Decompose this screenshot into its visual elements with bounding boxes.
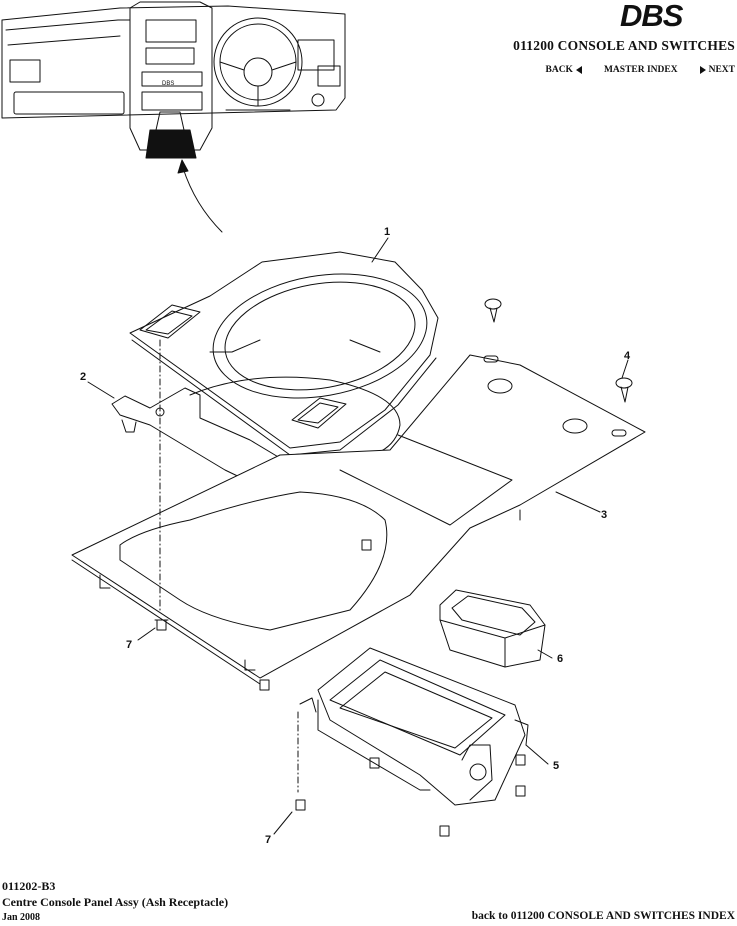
part-code: 011202-B3 <box>2 879 56 893</box>
master-index-link[interactable]: MASTER INDEX <box>603 65 678 75</box>
callout-1: 1 <box>384 226 390 238</box>
section-title: 011200 CONSOLE AND SWITCHES <box>513 38 735 53</box>
nav-bar: BACK MASTER INDEX NEXT <box>546 65 736 75</box>
part-1-console-top <box>129 251 439 456</box>
part-4-screw-lower <box>615 377 633 403</box>
callout-2: 2 <box>80 371 86 383</box>
callout-7-upper: 7 <box>126 639 132 651</box>
callout-leaders <box>87 237 629 835</box>
part-4-screw-upper <box>484 298 502 323</box>
next-link[interactable]: NEXT <box>699 65 735 75</box>
part-5-tray-mechanism <box>299 647 529 806</box>
callout-6: 6 <box>557 653 563 665</box>
next-label: NEXT <box>708 65 735 75</box>
triangle-left-icon <box>575 66 582 74</box>
callout-4: 4 <box>624 350 631 362</box>
triangle-right-icon <box>699 66 706 74</box>
back-to-index-link[interactable]: back to 011200 CONSOLE AND SWITCHES INDE… <box>471 910 735 922</box>
inset-leader-arrow <box>182 167 223 233</box>
callout-7-lower: 7 <box>265 834 271 846</box>
alignment-lines <box>159 339 299 793</box>
part-7-studs <box>154 539 526 837</box>
back-label: BACK <box>545 65 573 75</box>
dbs-logo: DBS <box>620 0 685 30</box>
back-link[interactable]: BACK <box>546 65 582 75</box>
part-6-ash-bowl <box>439 589 546 668</box>
exploded-parts-diagram: DBS <box>1 1 646 846</box>
svg-text:DBS: DBS <box>162 81 174 87</box>
part-description: Centre Console Panel Assy (Ash Receptacl… <box>2 895 229 909</box>
dashboard-inset: DBS <box>1 1 346 159</box>
callout-5: 5 <box>553 760 559 772</box>
publication-date: Jan 2008 <box>2 912 41 923</box>
callout-3: 3 <box>601 509 607 521</box>
dbs-logo-text: DBS <box>620 0 684 30</box>
